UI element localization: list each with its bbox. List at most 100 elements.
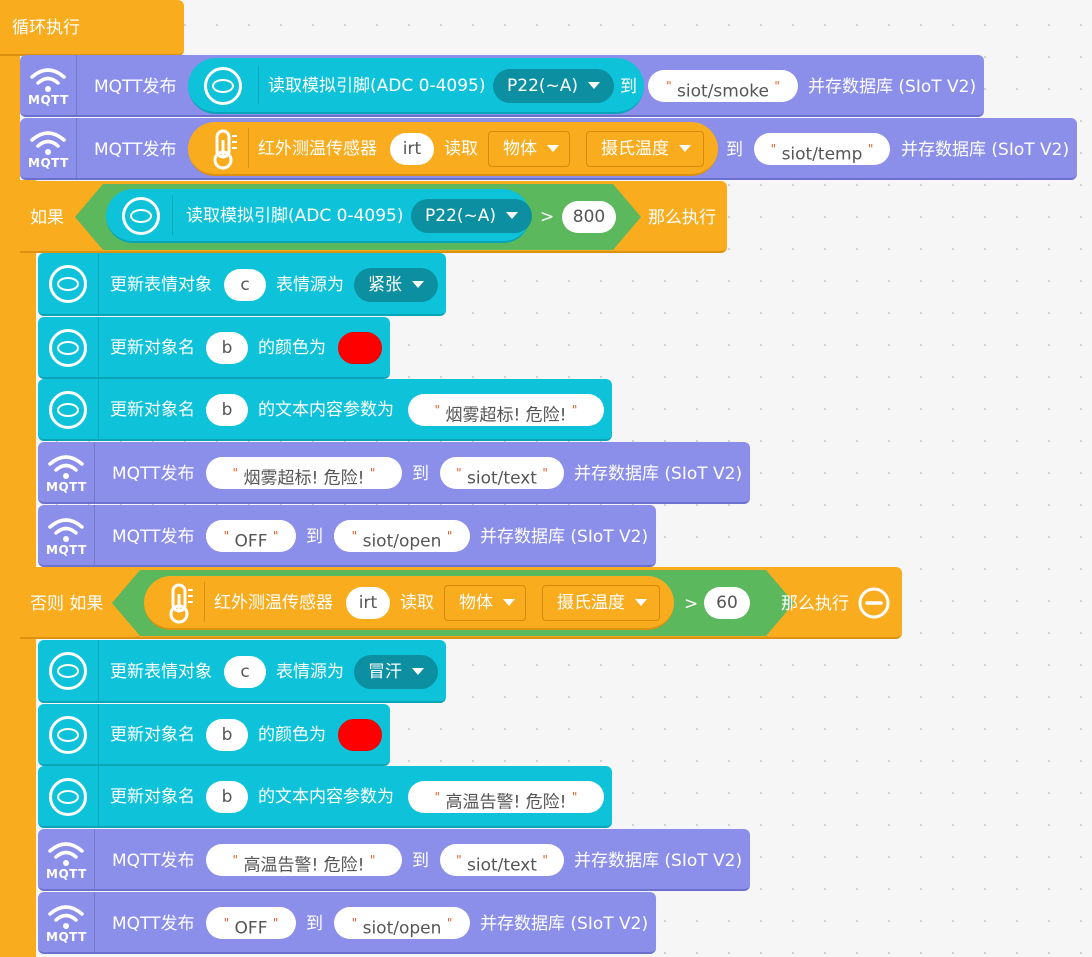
object-dropdown[interactable]: 物体 [488,131,570,167]
update-color-block[interactable]: 更新对象名 b 的颜色为 [38,317,390,379]
ring-icon-col [38,704,99,764]
update-object-label: 更新对象名 [110,787,195,807]
ir-sensor-block[interactable]: 红外测温传感器 irt 读取 物体 摄氏温度 [144,576,674,630]
topic-field[interactable]: " siot/open " [334,907,470,939]
mqtt-publish-label: MQTT发布 [94,140,177,160]
mqtt-icon-label: MQTT [46,930,87,944]
irt-field[interactable]: irt [390,133,434,165]
emotion-dropdown[interactable]: 紧张 [354,268,438,302]
topic-field[interactable]: " siot/open " [334,520,470,552]
emotion-source-label: 表情源为 [276,275,344,295]
sensor-ring-icon [49,391,87,429]
object-b-field[interactable]: b [206,394,248,426]
object-b-field[interactable]: b [206,719,248,751]
topic-field[interactable]: " siot/text " [440,844,564,876]
mqtt-publish-text-block[interactable]: MQTT MQTT发布 " 烟雾超标! 危险! " 到 " siot/text … [38,442,750,504]
mqtt-publish-text-block[interactable]: MQTT MQTT发布 " 高温告警! 危险! " 到 " siot/text … [38,829,750,891]
then-label: 那么执行 [781,594,849,614]
topic-field[interactable]: " siot/temp " [754,133,890,165]
mqtt-publish-label: MQTT发布 [112,464,195,484]
update-object-label: 更新对象名 [110,725,195,745]
object-b-field[interactable]: b [206,332,248,364]
update-emotion-block[interactable]: 更新表情对象 c 表情源为 冒汗 [38,640,446,703]
update-emotion-label: 更新表情对象 [110,275,212,295]
update-object-label: 更新对象名 [110,338,195,358]
message-field[interactable]: " OFF " [206,520,296,552]
celsius-dropdown[interactable]: 摄氏温度 [542,585,660,621]
object-dropdown[interactable]: 物体 [444,585,526,621]
text-value-field[interactable]: " 烟雾超标! 危险! " [408,394,604,426]
to-label: 到 [306,527,323,547]
update-color-block[interactable]: 更新对象名 b 的颜色为 [38,704,390,766]
threshold-field[interactable]: 800 [562,201,616,233]
sensor-ring-icon [49,329,87,367]
object-b-field[interactable]: b [206,781,248,813]
mqtt-icon: MQTT [46,452,86,494]
mqtt-icon: MQTT [46,902,86,944]
sensor-ring-icon [49,778,87,816]
text-value-field[interactable]: " 高温告警! 危险! " [408,781,604,813]
threshold-field[interactable]: 60 [704,587,750,619]
read-analog-block[interactable]: 读取模拟引脚(ADC 0-4095) P22(~A) [188,58,644,114]
else-if-label: 否则 如果 [30,594,104,614]
topic-field[interactable]: " siot/text " [440,457,564,489]
celsius-dropdown[interactable]: 摄氏温度 [586,131,704,167]
to-label: 到 [726,140,743,160]
thermometer-icon [213,129,237,170]
pin-dropdown[interactable]: P22(~A) [411,199,533,233]
ir-sensor-block[interactable]: 红外测温传感器 irt 读取 物体 摄氏温度 [188,122,718,176]
message-field[interactable]: " 烟雾超标! 危险! " [206,457,402,489]
ring-icon-col [38,317,99,377]
color-is-label: 的颜色为 [258,338,326,358]
ring-icon-col [38,640,99,701]
mqtt-publish-open-block[interactable]: MQTT MQTT发布 " OFF " 到 " siot/open " 并存数据… [38,505,656,567]
emotion-dropdown[interactable]: 冒汗 [354,655,438,689]
if-label: 如果 [30,208,64,228]
color-swatch[interactable] [338,332,382,364]
update-text-block[interactable]: 更新对象名 b 的文本内容参数为 " 烟雾超标! 危险! " [38,379,612,441]
read-analog-block[interactable]: 读取模拟引脚(ADC 0-4095) P22(~A) [106,189,533,243]
update-text-block[interactable]: 更新对象名 b 的文本内容参数为 " 高温告警! 危险! " [38,766,612,828]
gt-label: > [540,207,555,227]
message-field[interactable]: " OFF " [206,907,296,939]
object-c-field[interactable]: c [224,269,266,301]
pin-dropdown[interactable]: P22(~A) [493,69,615,103]
remove-branch-icon[interactable] [858,587,890,619]
update-emotion-label: 更新表情对象 [110,662,212,682]
mqtt-icon-col: MQTT [20,118,77,178]
update-emotion-block[interactable]: 更新表情对象 c 表情源为 紧张 [38,253,446,316]
mqtt-icon-col: MQTT [38,892,95,952]
mqtt-publish-open-block[interactable]: MQTT MQTT发布 " OFF " 到 " siot/open " 并存数据… [38,892,656,954]
mqtt-icon: MQTT [28,128,68,170]
mqtt-publish-smoke-block[interactable]: MQTT MQTT发布 读取模拟引脚(ADC 0-4095) P22(~A) 到… [20,55,984,117]
loop-label: 循环执行 [12,18,80,38]
topic-field[interactable]: " siot/smoke " [648,70,798,102]
loop-block-header[interactable]: 循环执行 [0,0,184,56]
gt-label: > [684,594,699,614]
loop-block-bar[interactable] [0,0,20,957]
update-object-label: 更新对象名 [110,400,195,420]
if-block-header[interactable]: 如果 读取模拟引脚(ADC 0-4095) P22(~A) > 800 那么执行 [20,181,727,253]
mqtt-publish-temp-block[interactable]: MQTT MQTT发布 红外测温传感器 irt 读取 物体 摄氏温度 到 " s… [20,118,1077,180]
sensor-ring-icon [49,716,87,754]
read-label: 读取 [444,139,478,159]
mqtt-icon-label: MQTT [28,156,69,170]
message-field[interactable]: " 高温告警! 危险! " [206,844,402,876]
else-if-block-header[interactable]: 否则 如果 红外测温传感器 irt 读取 物体 摄氏温度 > 60 那么执行 [20,567,902,639]
mqtt-icon-col: MQTT [20,55,77,115]
mqtt-icon: MQTT [46,839,86,881]
mqtt-publish-label: MQTT发布 [94,77,177,97]
ring-icon-col [38,379,99,439]
save-db-label: 并存数据库 (SIoT V2) [480,527,649,547]
ir-sensor-label: 红外测温传感器 [258,139,377,159]
mqtt-publish-label: MQTT发布 [112,527,195,547]
object-c-field[interactable]: c [224,656,266,688]
irt-field[interactable]: irt [346,587,390,619]
sensor-ring-icon [49,652,87,690]
mqtt-publish-label: MQTT发布 [112,851,195,871]
color-swatch[interactable] [338,719,382,751]
save-db-label: 并存数据库 (SIoT V2) [808,77,977,97]
mqtt-icon-label: MQTT [46,867,87,881]
read-analog-label: 读取模拟引脚(ADC 0-4095) [186,206,404,226]
sensor-ring-icon [122,197,160,235]
